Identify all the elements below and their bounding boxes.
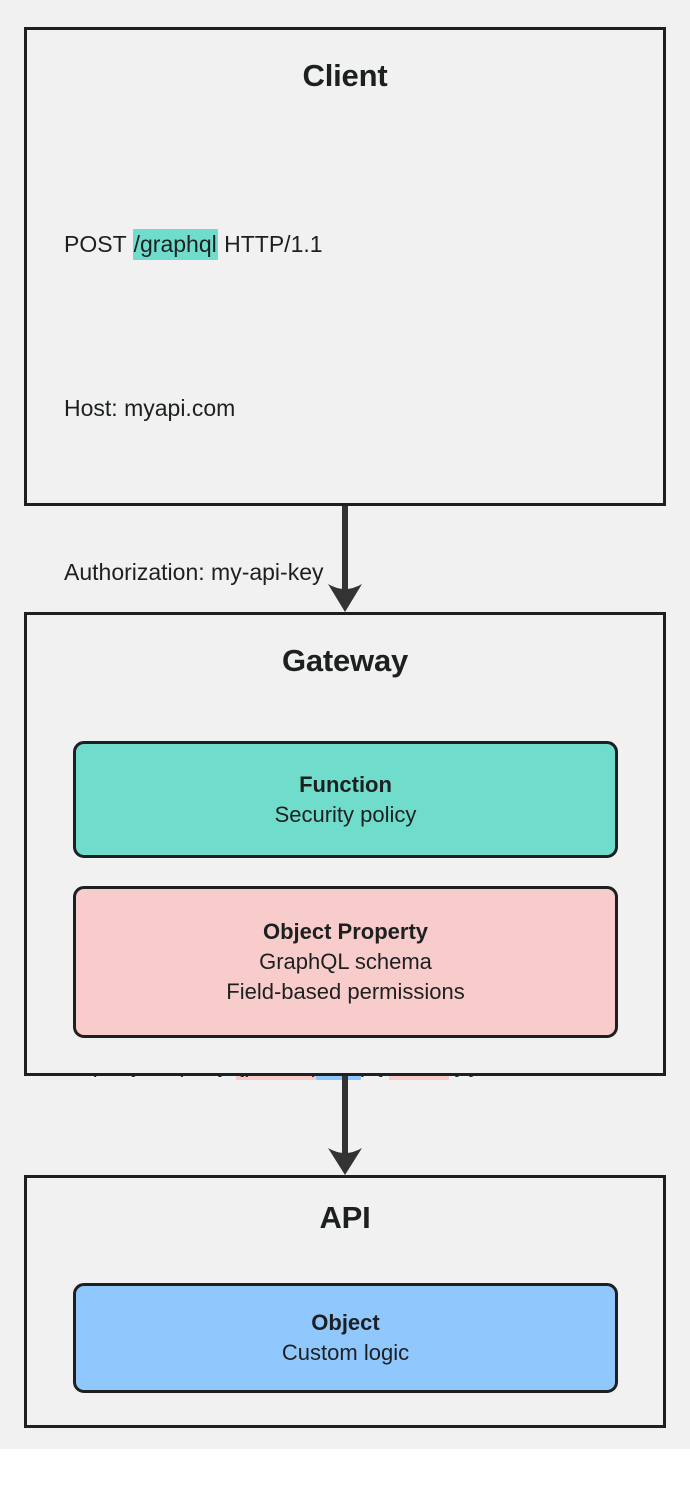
api-title: API: [319, 1200, 371, 1235]
arrow-gateway-to-api: [328, 1076, 362, 1175]
node-function[interactable]: Function Security policy: [73, 741, 618, 858]
node-object-property[interactable]: Object Property GraphQL schema Field-bas…: [73, 886, 618, 1038]
node-object-property-title: Object Property: [262, 919, 429, 944]
request-header-host: Host: myapi.com: [64, 395, 236, 421]
request-path-highlight: /graphql: [132, 229, 218, 260]
client-title: Client: [302, 58, 388, 93]
node-object[interactable]: Object Custom logic: [73, 1283, 618, 1393]
node-object-property-line-2: Field-based permissions: [226, 979, 465, 1004]
request-http-version: HTTP/1.1: [217, 231, 323, 257]
gateway-title: Gateway: [281, 643, 409, 678]
node-object-title: Object: [311, 1310, 380, 1335]
node-object-property-line-1: GraphQL schema: [259, 949, 432, 974]
node-function-line-1: Security policy: [274, 801, 417, 827]
arrow-client-to-gateway: [328, 506, 362, 612]
request-method: POST: [64, 231, 133, 257]
client-container: Client POST /graphql HTTP/1.1 Host: myap…: [24, 27, 666, 1405]
request-header-authorization: Authorization: my-api-key: [64, 559, 324, 585]
arrow-head-icon: [328, 584, 362, 612]
graphql-gateway-flow-diagram: Client POST /graphql HTTP/1.1 Host: myap…: [24, 27, 666, 1428]
node-function-title: Function: [299, 771, 392, 797]
request-line-start: POST /graphql HTTP/1.1: [64, 224, 491, 265]
arrow-head-icon: [328, 1148, 362, 1175]
node-object-line-1: Custom logic: [281, 1340, 410, 1365]
